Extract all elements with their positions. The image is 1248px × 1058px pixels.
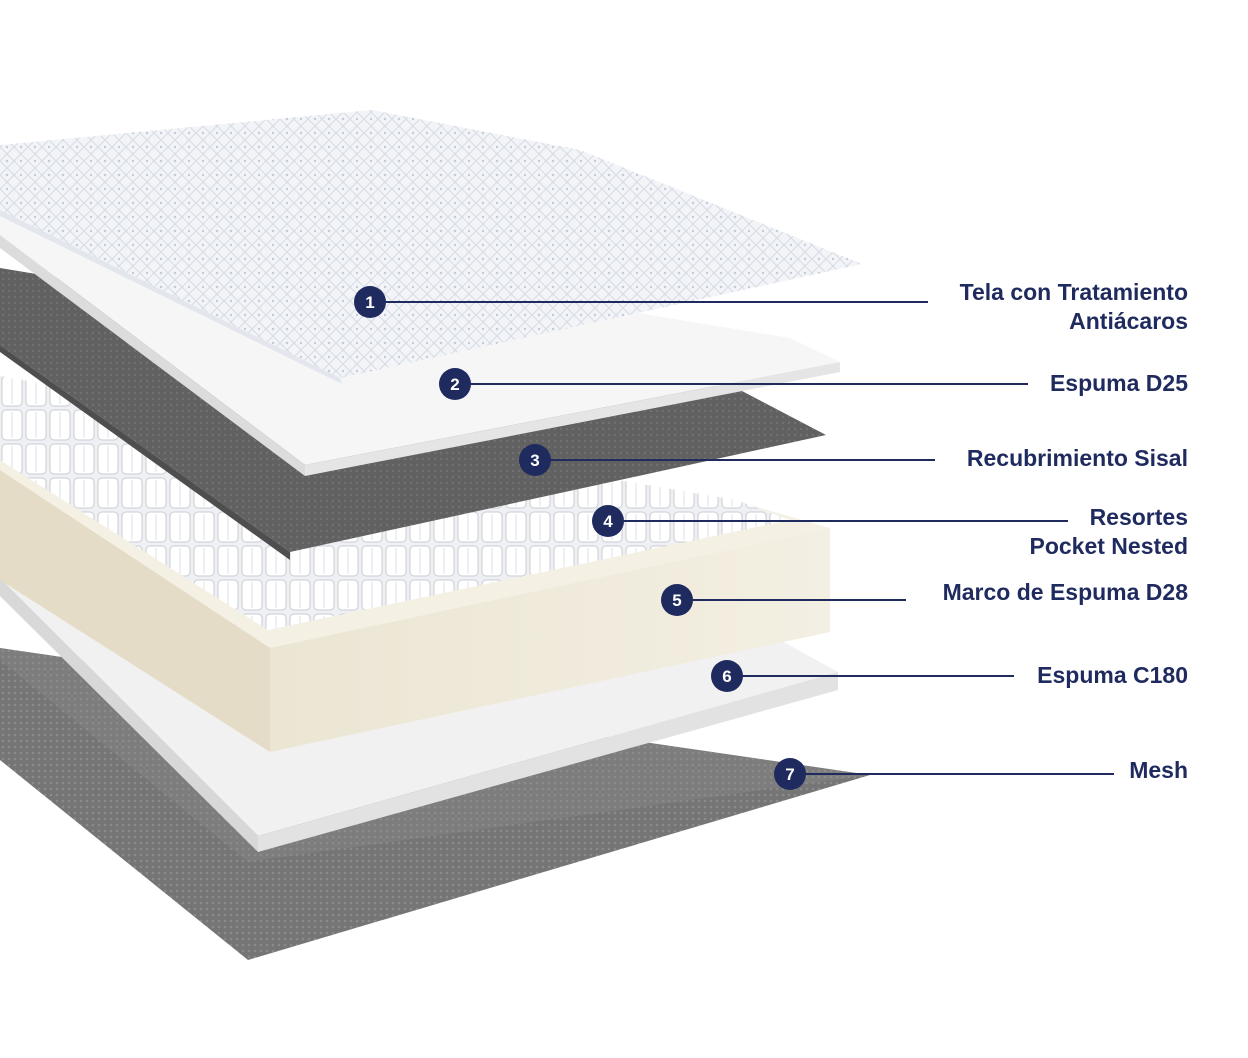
layer-label-line: Espuma C180: [1037, 662, 1188, 688]
layer-label-7: Mesh: [1129, 756, 1188, 785]
layer-marker-1: 1: [354, 286, 928, 318]
number-badge-text-3: 3: [530, 451, 539, 470]
layer-marker-4: 4: [592, 505, 1068, 537]
layer-marker-3: 3: [519, 444, 935, 476]
number-badge-5: [661, 584, 693, 616]
layer-label-line: Recubrimiento Sisal: [966, 445, 1188, 471]
number-badge-text-7: 7: [785, 765, 794, 784]
layer-label-line: Marco de Espuma D28: [942, 579, 1188, 605]
layer-marker-2: 2: [439, 368, 1028, 400]
number-badge-text-1: 1: [365, 293, 374, 312]
number-badge-text-5: 5: [672, 591, 681, 610]
layer-markers: 1 2 3 4 5 6 7: [354, 286, 1114, 790]
layer-label-6: Espuma C180: [1037, 661, 1188, 690]
layer-label-line: Resortes: [1089, 504, 1188, 530]
number-badge-1: [354, 286, 386, 318]
layer-label-line: Tela con Tratamiento: [959, 279, 1188, 305]
layer-label-2: Espuma D25: [1050, 369, 1188, 398]
number-badge-3: [519, 444, 551, 476]
layer-label-3: Recubrimiento Sisal: [967, 444, 1188, 473]
layer-label-line: Mesh: [1129, 757, 1188, 783]
layer-1-fabric: [0, 110, 862, 384]
layer-label-line: Pocket Nested: [1029, 533, 1188, 559]
number-badge-6: [711, 660, 743, 692]
layer-marker-6: 6: [711, 660, 1014, 692]
number-badge-text-6: 6: [722, 667, 731, 686]
number-badge-7: [774, 758, 806, 790]
layer-label-line: Antiácaros: [1069, 308, 1188, 334]
layer-label-5: Marco de Espuma D28: [943, 578, 1188, 607]
number-badge-text-4: 4: [603, 512, 613, 531]
number-badge-4: [592, 505, 624, 537]
number-badge-2: [439, 368, 471, 400]
layer-marker-5: 5: [661, 584, 906, 616]
layer-label-line: Espuma D25: [1049, 370, 1188, 396]
layer-marker-7: 7: [774, 758, 1114, 790]
number-badge-text-2: 2: [450, 375, 459, 394]
